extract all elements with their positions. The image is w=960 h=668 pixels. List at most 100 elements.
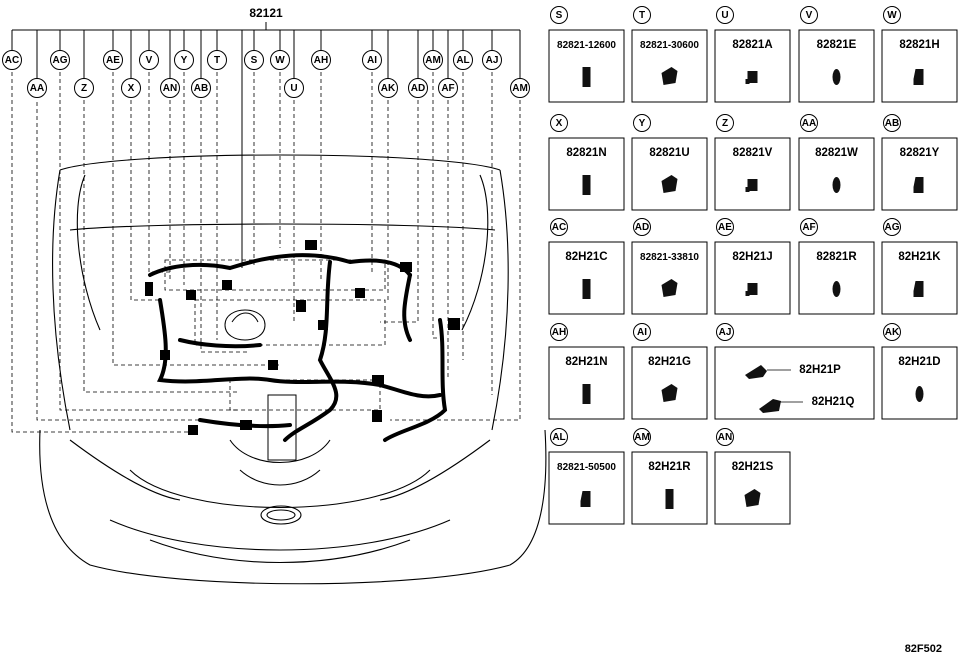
callout-circle xyxy=(550,323,568,341)
callout-letter: T xyxy=(639,10,645,21)
part-number-label: 82821-12600 xyxy=(557,40,616,51)
connector-icon xyxy=(661,384,678,402)
part-number-label: 82821R xyxy=(816,251,857,263)
callout-letter: AI xyxy=(367,55,377,66)
callout-letter: AH xyxy=(314,55,328,66)
callout-circle xyxy=(633,114,651,132)
callout-circle xyxy=(550,114,568,132)
part-number-label: 82H21Q xyxy=(812,396,855,408)
part-callout-v: V xyxy=(800,6,818,24)
callout-circle xyxy=(174,50,194,70)
part-number-label: 82821U xyxy=(649,147,689,159)
callout-letter: S xyxy=(251,55,258,66)
callout-an: AN xyxy=(160,78,180,98)
connector-icon xyxy=(913,177,924,193)
callout-letter: AC xyxy=(5,55,19,66)
part-number-label: 82821Y xyxy=(900,147,940,159)
callout-letter: AM xyxy=(425,55,441,66)
part-box xyxy=(548,451,625,525)
callout-circle xyxy=(207,50,227,70)
callout-circle xyxy=(800,6,818,24)
part-callout-ae: AE xyxy=(716,218,734,236)
part-box xyxy=(798,241,875,315)
part-number-label: 82821H xyxy=(899,39,939,51)
callout-letter: AI xyxy=(637,327,647,338)
part-number-label: 82821W xyxy=(815,147,858,159)
callout-ab: AB xyxy=(191,78,211,98)
connector-icon xyxy=(661,279,678,297)
callout-circle xyxy=(27,78,47,98)
callout-letter: X xyxy=(556,118,563,129)
connector-icon xyxy=(744,489,761,507)
callout-ai: AI xyxy=(362,50,382,70)
part-box xyxy=(631,241,708,315)
part-number-label: 82H21G xyxy=(648,356,691,368)
callout-circle xyxy=(800,218,818,236)
part-callout-ab: AB xyxy=(883,114,901,132)
callout-circle xyxy=(408,78,428,98)
callout-circle xyxy=(362,50,382,70)
part-number-label: 82H21K xyxy=(898,251,941,263)
callout-letter: AN xyxy=(718,432,732,443)
part-number-label: 82821-50500 xyxy=(557,462,616,473)
callout-ac: AC xyxy=(2,50,22,70)
callout-circle xyxy=(378,78,398,98)
callout-letter: AM xyxy=(512,83,528,94)
callout-circle xyxy=(121,78,141,98)
connector-icon xyxy=(582,384,591,404)
callout-letter: S xyxy=(556,10,563,21)
callout-letter: AJ xyxy=(486,55,499,66)
callout-letter: V xyxy=(806,10,813,21)
part-number-label: 82H21D xyxy=(898,356,940,368)
part-box xyxy=(881,137,958,211)
callout-ah: AH xyxy=(311,50,331,70)
callout-circle xyxy=(633,428,651,446)
part-cell-w: W 82821H xyxy=(881,6,958,103)
callout-circle xyxy=(716,428,734,446)
connector-icon xyxy=(832,177,841,193)
callout-al: AL xyxy=(453,50,473,70)
part-callout-ai: AI xyxy=(633,323,651,341)
callout-s: S xyxy=(244,50,264,70)
callout-aa: AA xyxy=(27,78,47,98)
part-callout-ah: AH xyxy=(550,323,568,341)
part-box xyxy=(714,241,791,315)
leader-lines xyxy=(11,72,521,433)
vehicle-outline xyxy=(39,154,547,585)
callout-circle xyxy=(633,218,651,236)
callout-circle xyxy=(453,50,473,70)
callout-ag: AG xyxy=(50,50,70,70)
connector-icon xyxy=(745,179,758,192)
part-callout-ad: AD xyxy=(633,218,651,236)
part-box xyxy=(714,346,875,420)
part-number-label: 82H21C xyxy=(565,251,607,263)
callout-aj: AJ xyxy=(482,50,502,70)
main-part-bracket xyxy=(12,22,520,268)
harness-frame xyxy=(164,259,386,411)
connector-icon xyxy=(745,283,758,296)
part-callout-y: Y xyxy=(633,114,651,132)
connector-icon xyxy=(915,386,924,402)
part-callout-am: AM xyxy=(633,428,651,446)
callout-letter: Y xyxy=(639,118,646,129)
callout-u: U xyxy=(284,78,304,98)
callout-letter: AA xyxy=(30,83,44,94)
callout-letter: W xyxy=(275,55,285,66)
callout-letter: AA xyxy=(802,118,816,129)
callout-circle xyxy=(270,50,290,70)
connector-icon xyxy=(759,399,781,413)
part-callout-w: W xyxy=(883,6,901,24)
connector-icon xyxy=(661,175,678,193)
callout-circle xyxy=(423,50,443,70)
callout-circle xyxy=(311,50,331,70)
part-number-label: 82821E xyxy=(817,39,857,51)
reference-code: 82F502 xyxy=(904,643,942,655)
callout-circle xyxy=(284,78,304,98)
